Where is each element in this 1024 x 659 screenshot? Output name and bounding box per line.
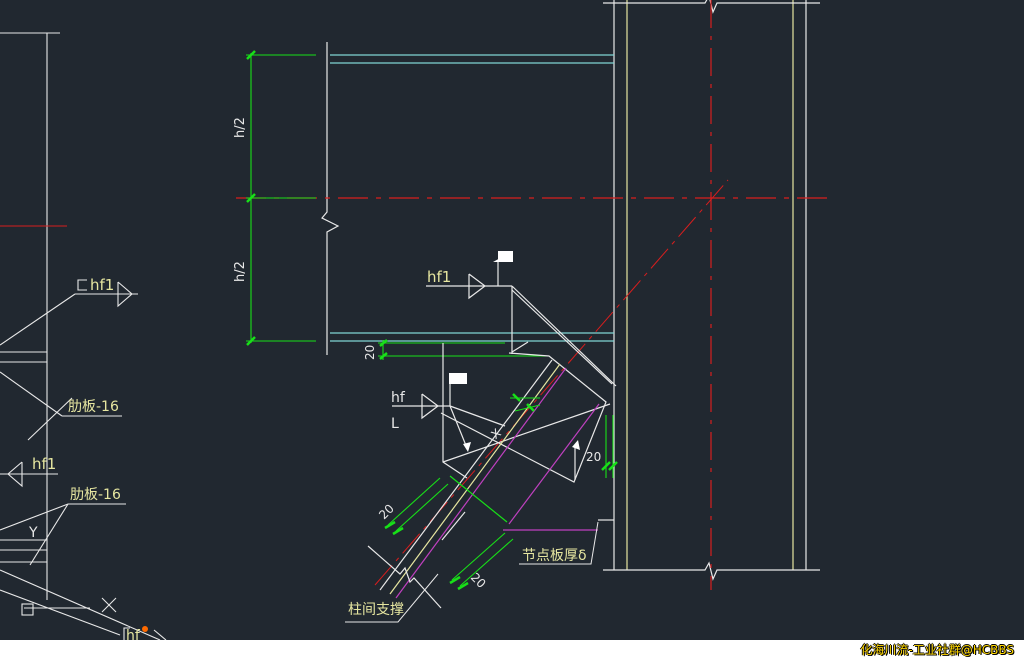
dim-h2-upper: h/2 bbox=[233, 117, 248, 138]
dim-h2-lower: h/2 bbox=[233, 261, 248, 282]
marker-icon bbox=[142, 626, 148, 632]
weld-symbol-hf1-upper bbox=[426, 251, 617, 387]
cad-drawing: h/2 h/2 20 bbox=[0, 0, 830, 640]
footer-bar: 化海川流-工业社群@HCBBS bbox=[0, 640, 1024, 659]
watermark: 化海川流-工业社群@HCBBS bbox=[860, 643, 1014, 657]
y-axis-label: Y bbox=[28, 525, 38, 541]
beam-dimension bbox=[246, 50, 316, 346]
rib-plate-label-1: 肋板-16 bbox=[68, 399, 119, 415]
left-detail bbox=[0, 32, 167, 640]
weld-symbol-hf bbox=[392, 373, 580, 480]
dim-20-top-label: 20 bbox=[363, 345, 377, 360]
weld-hf1-upper-label: hf1 bbox=[427, 268, 451, 286]
brace bbox=[367, 359, 600, 609]
column bbox=[603, 0, 820, 590]
left-bottom-hf-label: hf bbox=[126, 628, 141, 640]
rib-plate-label-2: 肋板-16 bbox=[70, 487, 121, 503]
weld-hf1-left-top-label: hf1 bbox=[90, 276, 114, 294]
brace-dim-20 bbox=[384, 393, 541, 591]
column-brace-label: 柱间支撑 bbox=[348, 602, 404, 618]
weld-L-label: L bbox=[391, 416, 399, 432]
gusset-plate-label: 节点板厚δ bbox=[522, 548, 587, 564]
dim-20-right bbox=[601, 415, 618, 478]
leaders bbox=[345, 521, 599, 623]
dim-20-right-label: 20 bbox=[586, 450, 601, 464]
dim-20-top bbox=[378, 339, 548, 360]
gusset-plate bbox=[440, 289, 614, 521]
weld-hf-label: hf bbox=[391, 390, 406, 406]
weld-hf1-left-bottom-label: hf1 bbox=[32, 455, 56, 473]
